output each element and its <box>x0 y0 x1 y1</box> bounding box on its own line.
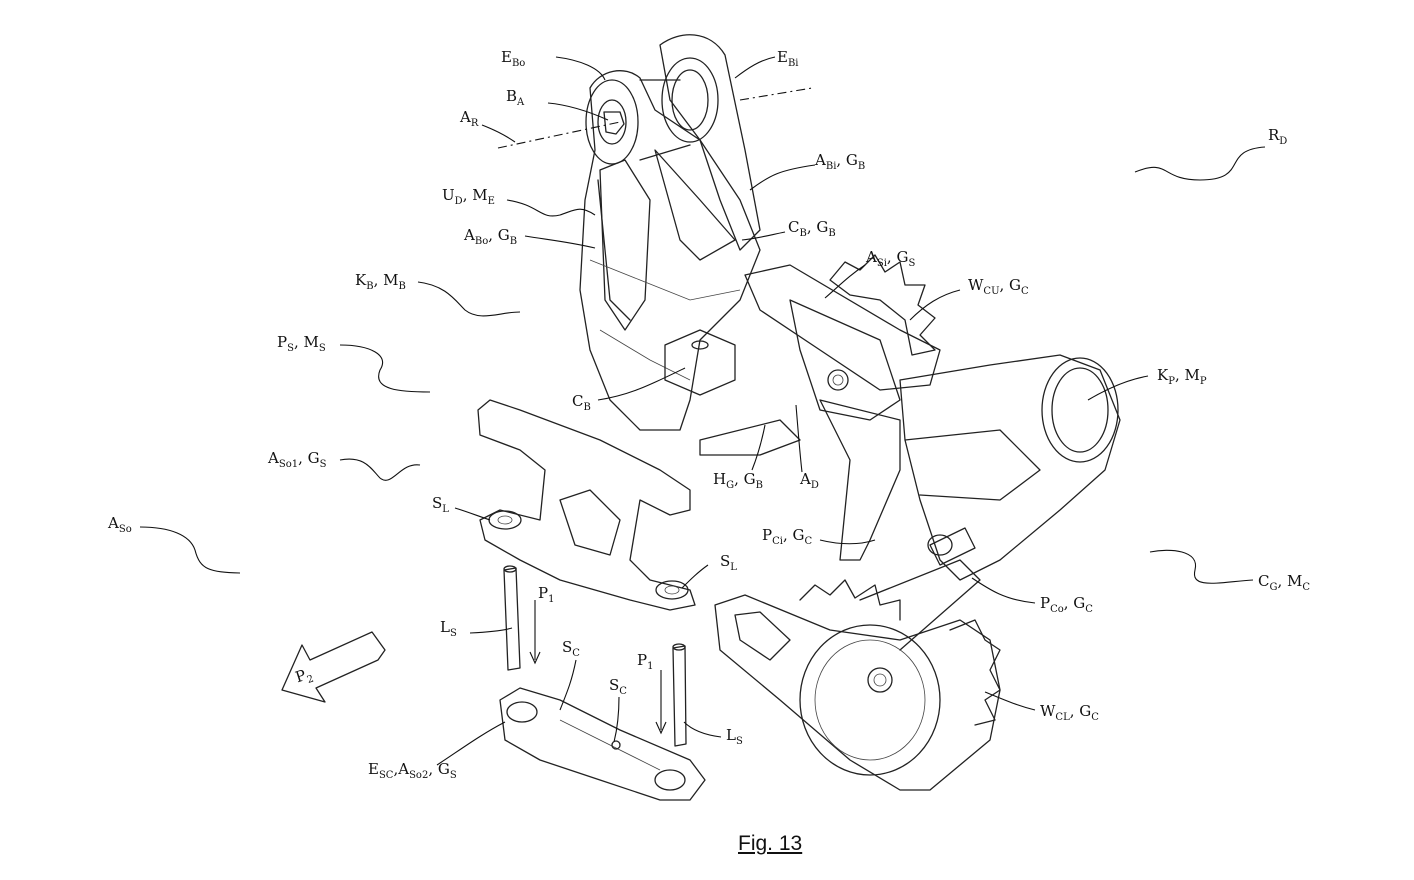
link-upper <box>477 399 696 611</box>
arrow-p2 <box>281 631 386 703</box>
label-l-s-1: LS <box>440 618 457 639</box>
reference-labels: EBo EBi BA AR RD ABi, GB UD, ME ABo, GB … <box>107 48 1310 781</box>
label-c-b-g-b: CB, GB <box>788 218 836 239</box>
label-p-1-b: P1 <box>637 651 653 672</box>
label-w-cu-g-c: WCU, GC <box>968 276 1029 297</box>
label-p-1-a: P1 <box>538 584 554 605</box>
leader-lines <box>139 56 1266 766</box>
label-a-so1-g-s: ASo1, GS <box>267 449 327 470</box>
label-a-so: ASo <box>107 514 132 535</box>
label-c-g-m-c: CG, MC <box>1258 572 1310 593</box>
pin-left <box>503 565 521 671</box>
label-c-b: CB <box>572 392 591 413</box>
mounting-bracket-inner <box>639 34 761 251</box>
label-s-l-2: SL <box>720 552 737 573</box>
label-e-bi: EBi <box>777 48 799 69</box>
label-p-ci-g-c: PCi, GC <box>762 526 812 547</box>
label-w-cl-g-c: WCL, GC <box>1040 702 1099 723</box>
label-r-d: RD <box>1268 126 1287 147</box>
label-a-si-g-s: ASi, GS <box>865 248 915 269</box>
link-lower <box>499 687 706 801</box>
pulley-cage-outer <box>714 559 1001 791</box>
figure-caption: Fig. 13 <box>738 832 803 855</box>
parallelogram-linkage <box>744 264 941 561</box>
label-b-a: BA <box>506 87 525 108</box>
label-a-bi-g-b: ABi, GB <box>814 151 865 172</box>
rotation-axis-a-r <box>497 87 813 149</box>
label-e-sc-a-so2-g-s: ESC,ASo2, GS <box>368 760 457 781</box>
b-bolt <box>585 79 639 165</box>
arrow-p1-right <box>655 670 667 735</box>
arrow-p1-left <box>529 600 541 665</box>
label-s-l-1: SL <box>432 494 449 515</box>
label-a-bo-g-b: ABo, GB <box>463 226 517 247</box>
lower-cage-wheel <box>799 579 1001 776</box>
label-a-d: AD <box>799 470 819 491</box>
label-s-c-1: SC <box>562 638 580 659</box>
label-h-g-g-b: HG, GB <box>713 470 763 491</box>
label-p-s-m-s: PS, MS <box>277 333 326 354</box>
pin-right <box>672 643 687 747</box>
upper-cage-wheel <box>829 254 936 356</box>
label-k-p-m-p: KP, MP <box>1157 366 1207 387</box>
label-u-d-m-e: UD, ME <box>442 186 495 207</box>
label-e-bo: EBo <box>501 48 525 69</box>
label-s-c-2: SC <box>609 676 627 697</box>
label-l-s-2: LS <box>726 726 743 747</box>
label-k-b-m-b: KB, MB <box>355 271 406 292</box>
label-p-2: P2 <box>293 664 315 689</box>
label-p-co-g-c: PCo, GC <box>1040 594 1093 615</box>
label-a-r: AR <box>459 108 479 129</box>
gearbox-housing <box>899 354 1121 581</box>
